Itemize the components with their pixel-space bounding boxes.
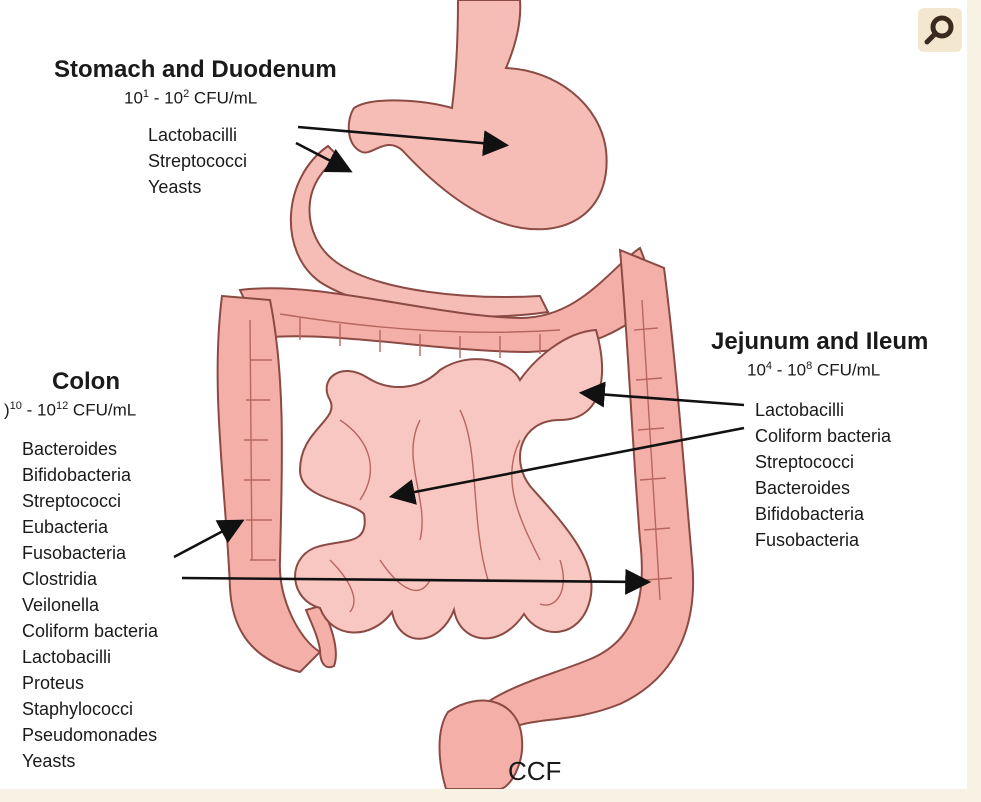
stomach-count: 101 - 102 CFU/mL	[124, 88, 257, 109]
list-item: Pseudomonades	[22, 722, 158, 748]
list-item: Streptococci	[148, 148, 247, 174]
magnifier-icon	[918, 8, 962, 52]
list-item: Streptococci	[755, 449, 891, 475]
jejunum-count: 104 - 108 CFU/mL	[747, 360, 880, 381]
colon-count: )10 - 1012 CFU/mL	[4, 400, 136, 421]
list-item: Veilonella	[22, 592, 158, 618]
list-item: Bifidobacteria	[755, 501, 891, 527]
stomach-organism-list: Lactobacilli Streptococci Yeasts	[148, 122, 247, 200]
list-item: Streptococci	[22, 488, 158, 514]
list-item: Bifidobacteria	[22, 462, 158, 488]
list-item: Yeasts	[148, 174, 247, 200]
list-item: Proteus	[22, 670, 158, 696]
list-item: Fusobacteria	[22, 540, 158, 566]
ccf-label: CCF	[508, 756, 561, 787]
bottom-edge-strip	[0, 789, 981, 802]
list-item: Staphylococci	[22, 696, 158, 722]
colon-title: Colon	[52, 368, 120, 396]
list-item: Coliform bacteria	[22, 618, 158, 644]
magnifier-button[interactable]	[918, 8, 962, 52]
list-item: Coliform bacteria	[755, 423, 891, 449]
list-item: Yeasts	[22, 748, 158, 774]
list-item: Lactobacilli	[148, 122, 247, 148]
list-item: Bacteroides	[755, 475, 891, 501]
list-item: Clostridia	[22, 566, 158, 592]
list-item: Eubacteria	[22, 514, 158, 540]
list-item: Fusobacteria	[755, 527, 891, 553]
jejunum-organism-list: Lactobacilli Coliform bacteria Streptoco…	[755, 397, 891, 553]
stomach-title: Stomach and Duodenum	[54, 56, 337, 84]
jejunum-title: Jejunum and Ileum	[711, 328, 928, 356]
right-edge-strip	[967, 0, 981, 802]
list-item: Lactobacilli	[22, 644, 158, 670]
list-item: Lactobacilli	[755, 397, 891, 423]
colon-organism-list: Bacteroides Bifidobacteria Streptococci …	[22, 436, 158, 789]
stomach-shape	[349, 0, 607, 229]
list-item: Bacteroides	[22, 436, 158, 462]
